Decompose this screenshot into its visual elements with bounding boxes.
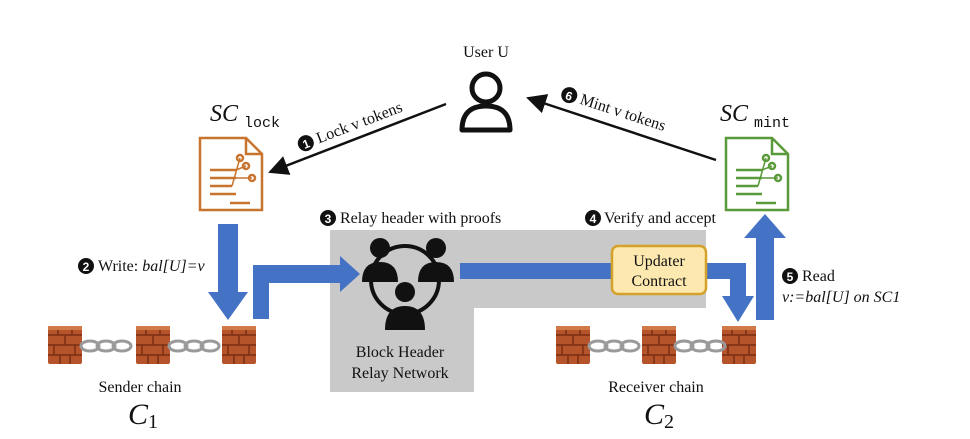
receiver-symbol-index: 2 <box>664 411 674 433</box>
step4-badge <box>585 210 601 226</box>
step3-badge <box>320 210 336 226</box>
arrow-mint-tokens <box>526 94 717 162</box>
step6-num: 6 <box>564 88 575 103</box>
step6-badge <box>561 87 578 104</box>
step1-num: 1 <box>301 136 313 152</box>
user-label: User U <box>463 44 509 61</box>
step2-expr: bal[U]=v <box>142 258 205 275</box>
receiver-symbol-letter: C <box>644 398 665 431</box>
sc-mint-subscript: mint <box>754 115 790 132</box>
sc-mint-document-icon <box>724 136 790 212</box>
step4-num: 4 <box>590 212 597 226</box>
step3-text: Relay header with proofs <box>340 210 501 227</box>
relay-line1: Block Header <box>356 344 445 361</box>
step3-num: 3 <box>325 212 332 226</box>
sc-lock-subscript: lock <box>244 115 280 132</box>
blue-flow-arrows <box>208 214 786 322</box>
arrow-lock-tokens <box>268 102 447 175</box>
user-icon <box>459 71 513 133</box>
step5-badge <box>782 268 798 284</box>
step2-badge <box>78 258 94 274</box>
updater-line2: Contract <box>631 273 687 290</box>
updater-line1: Updater <box>633 253 685 270</box>
receiver-chain-symbol: C2 <box>644 398 674 433</box>
step1-text: Lock v tokens <box>314 99 405 147</box>
sc-lock-document-icon <box>198 136 264 212</box>
sc-mint-label: SC <box>720 101 749 127</box>
step2-text: Write: bal[U]=v <box>98 258 205 275</box>
sender-symbol-letter: C <box>128 398 149 431</box>
receiver-chain-blocks <box>555 325 757 365</box>
sender-chain-blocks <box>47 325 257 365</box>
step4-text: Verify and accept <box>604 210 716 227</box>
step5-text: Read <box>802 268 835 285</box>
step2-prefix: Write: <box>98 258 142 275</box>
sc-lock-label: SC <box>210 101 239 127</box>
sender-symbol-index: 1 <box>148 411 158 433</box>
step1-badge <box>297 135 314 152</box>
relay-network-icon <box>362 238 454 330</box>
relay-line2: Relay Network <box>351 365 448 382</box>
step2-num: 2 <box>83 260 90 274</box>
sender-chain-label: Sender chain <box>98 379 181 396</box>
receiver-chain-label: Receiver chain <box>608 379 704 396</box>
updater-contract-box <box>610 244 708 296</box>
step5-line2: v:=bal[U] on SC1 <box>782 289 900 306</box>
sender-chain-symbol: C1 <box>128 398 158 433</box>
step5-num: 5 <box>787 270 794 284</box>
